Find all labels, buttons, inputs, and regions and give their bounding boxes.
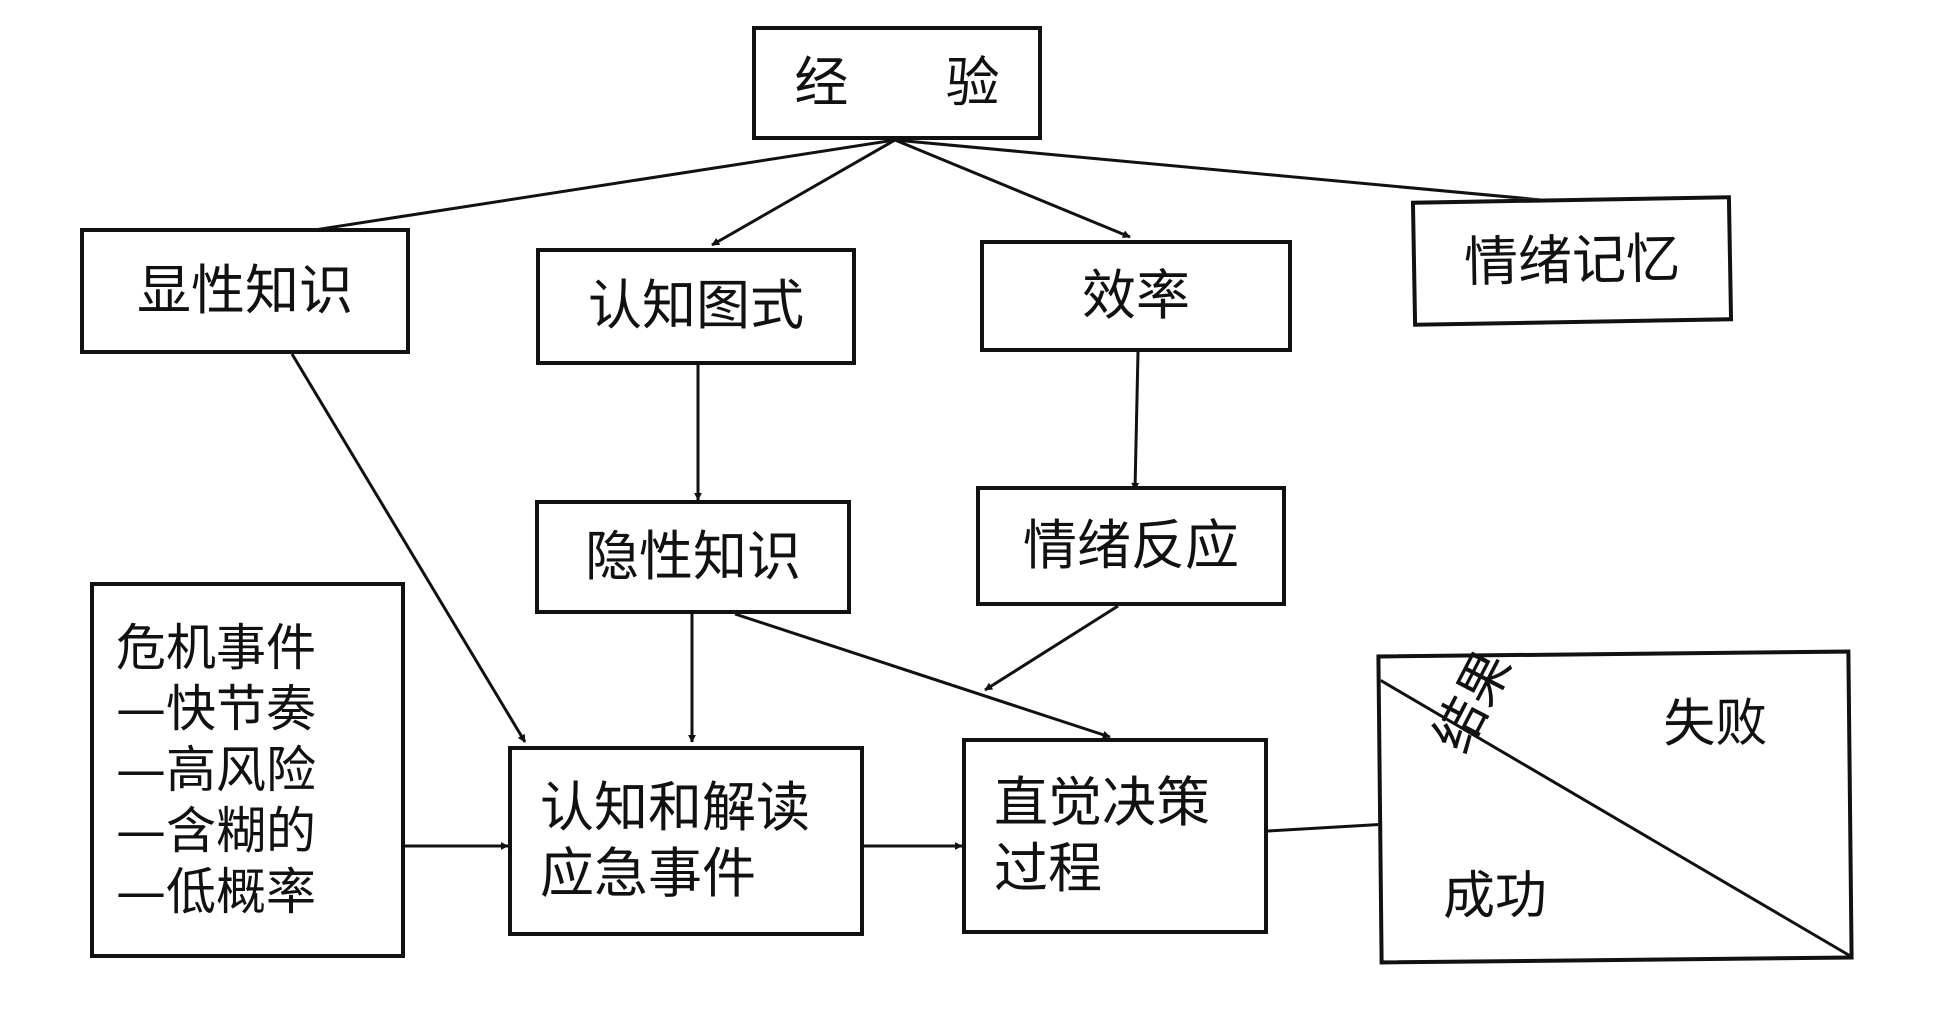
node-experience: 经 验 bbox=[752, 26, 1042, 140]
node-efficiency-label: 效率 bbox=[1082, 263, 1190, 327]
crisis-trait-fast-pace: —快节奏 bbox=[116, 679, 316, 738]
node-crisis-event: 危机事件 —快节奏 —高风险 —含糊的 —低概率 bbox=[90, 582, 405, 958]
arrow-explicit-knowledge-to-cognition bbox=[290, 353, 527, 743]
arrow-experience-to-explicit-knowledge bbox=[249, 138, 896, 243]
node-tacit-knowledge: 隐性知识 bbox=[535, 500, 851, 614]
arrow-experience-to-efficiency bbox=[894, 138, 1131, 239]
result-success: 成功 bbox=[1442, 865, 1548, 927]
arrow-experience-to-emotional-memory bbox=[894, 138, 1586, 208]
node-emotional-response: 情绪反应 bbox=[976, 486, 1286, 606]
arrow-tacit-knowledge-to-decision bbox=[734, 612, 1111, 739]
arrow-experience-to-cognitive-schema bbox=[711, 138, 896, 247]
node-intuitive-decision-line2: 过程 bbox=[994, 837, 1102, 900]
node-cognition-line1: 认知和解读 bbox=[540, 776, 810, 840]
node-emotional-memory-label: 情绪记忆 bbox=[1463, 227, 1681, 294]
crisis-title: 危机事件 bbox=[116, 618, 316, 677]
crisis-trait-high-risk: —高风险 bbox=[116, 740, 316, 799]
node-intuitive-decision-line1: 直觉决策 bbox=[994, 771, 1210, 835]
arrow-emotional-response-to-decision bbox=[984, 604, 1119, 692]
node-cognition: 认知和解读 应急事件 bbox=[508, 746, 864, 936]
crisis-trait-low-probability: —低概率 bbox=[116, 862, 316, 921]
node-explicit-knowledge: 显性知识 bbox=[80, 228, 410, 354]
node-cognitive-schema-label: 认知图式 bbox=[588, 274, 804, 338]
node-efficiency: 效率 bbox=[980, 240, 1292, 352]
node-emotional-memory: 情绪记忆 bbox=[1410, 195, 1734, 327]
node-emotional-response-label: 情绪反应 bbox=[1023, 513, 1239, 577]
node-result: 结果 失败 成功 bbox=[1376, 642, 1854, 965]
result-failure: 失败 bbox=[1662, 693, 1768, 755]
result-diagonal bbox=[1380, 679, 1850, 957]
crisis-trait-ambiguous: —含糊的 bbox=[116, 801, 316, 860]
node-cognitive-schema: 认知图式 bbox=[536, 248, 856, 365]
arrow-efficiency-to-emotional-response bbox=[1131, 351, 1140, 491]
node-tacit-knowledge-label: 隐性知识 bbox=[585, 524, 801, 588]
node-intuitive-decision: 直觉决策 过程 bbox=[962, 738, 1268, 934]
node-experience-label: 经 验 bbox=[794, 50, 1040, 114]
arrow-decision-to-result bbox=[1267, 820, 1389, 833]
node-cognition-line2: 应急事件 bbox=[540, 842, 756, 905]
node-explicit-knowledge-label: 显性知识 bbox=[137, 258, 353, 322]
